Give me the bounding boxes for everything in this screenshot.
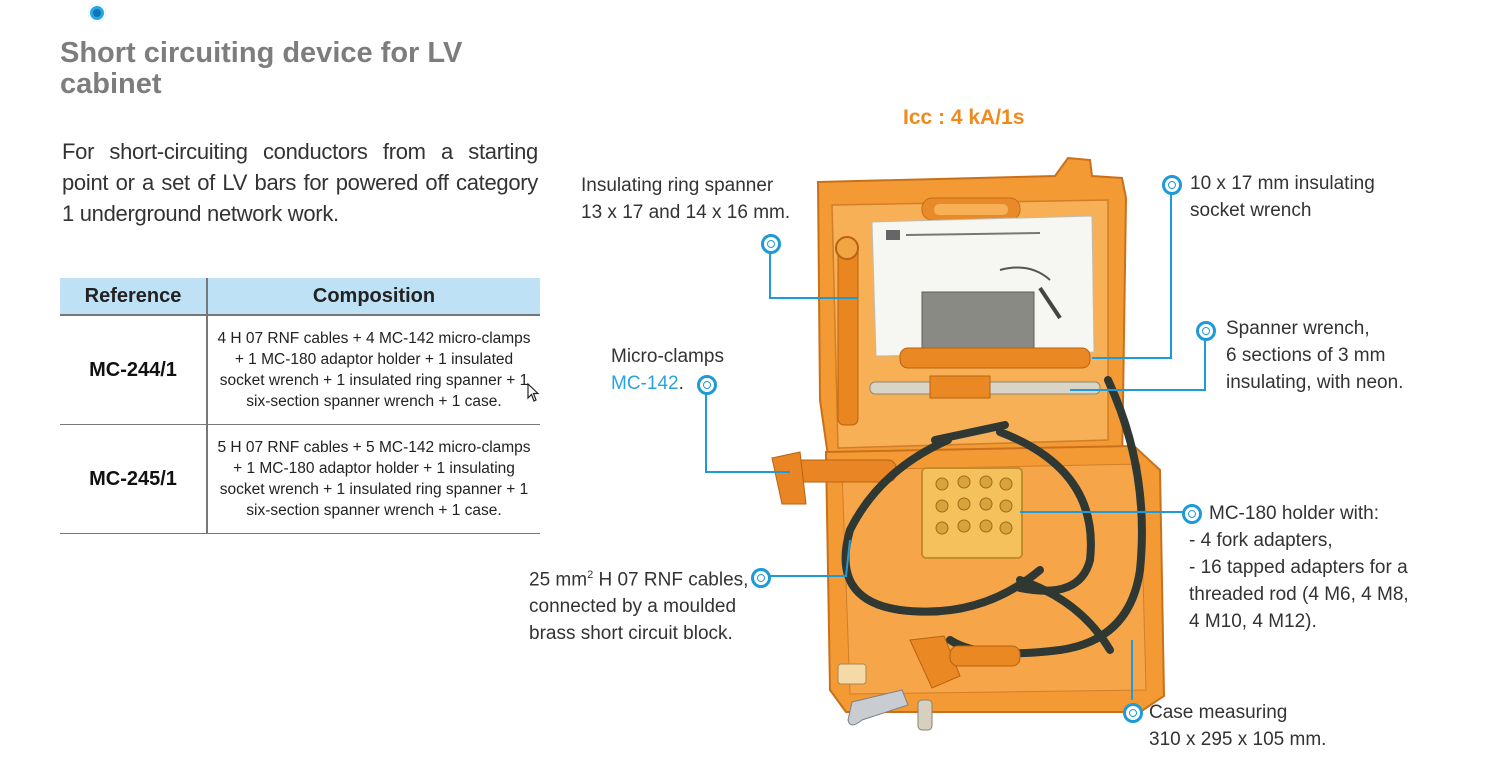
callout-spanner-wrench: Spanner wrench, 6 sections of 3 mm insul…: [1226, 318, 1404, 393]
column-header-composition: Composition: [207, 278, 540, 316]
table-row: MC-245/1 5 H 07 RNF cables + 5 MC-142 mi…: [60, 424, 540, 534]
wrench-bars: [869, 347, 1101, 399]
callout-case: Case measuring 310 x 295 x 105 mm.: [1149, 702, 1327, 750]
callout-marker-icon: [1123, 703, 1143, 723]
instruction-sheet: [871, 215, 1095, 357]
micro-clamp-tool: [771, 451, 897, 505]
callout-ring-spanner: Insulating ring spanner 13 x 17 and 14 x…: [581, 175, 791, 223]
loose-adapters: [837, 635, 1021, 731]
reference-table: Reference Composition MC-244/1 4 H 07 RN…: [60, 278, 540, 534]
callout-marker-icon: [1196, 321, 1216, 341]
callout-cables: 25 mm2 H 07 RNF cables, connected by a m…: [529, 569, 749, 645]
callout-marker-icon: [761, 234, 781, 254]
column-header-reference: Reference: [60, 278, 208, 316]
ring-spanner-tool: [835, 236, 859, 426]
callout-marker-icon: [1162, 175, 1182, 195]
adapter-holder-block: [921, 467, 1023, 559]
callout-marker-icon: [697, 375, 717, 395]
icc-rating: Icc : 4 kA/1s: [903, 106, 1025, 129]
callout-socket-wrench: 10 x 17 mm insulating socket wrench: [1190, 173, 1375, 221]
reference-cell: MC-245/1: [60, 424, 208, 534]
callout-micro-clamps: Micro-clamps MC-142.: [611, 346, 724, 394]
leader-lines: [705, 192, 1206, 700]
intro-paragraph: For short-circuiting conductors from a s…: [62, 139, 538, 226]
bullet-dot-icon: [88, 4, 106, 22]
micro-clamp-ref: MC-142: [611, 373, 679, 394]
reference-cell: MC-244/1: [60, 315, 208, 425]
mouse-cursor-icon: [527, 383, 540, 402]
composition-cell: 5 H 07 RNF cables + 5 MC-142 micro-clamp…: [207, 424, 540, 534]
page-title: Short circuiting device for LV cabinet: [60, 37, 463, 100]
callout-holder: MC-180 holder with: - 4 fork adapters, -…: [1189, 503, 1409, 632]
table-header-row: Reference Composition: [60, 278, 540, 316]
composition-cell: 4 H 07 RNF cables + 4 MC-142 micro-clamp…: [207, 315, 540, 425]
callout-marker-icon: [1182, 504, 1202, 524]
callout-marker-icon: [751, 568, 771, 588]
table-row: MC-244/1 4 H 07 RNF cables + 4 MC-142 mi…: [60, 315, 540, 425]
